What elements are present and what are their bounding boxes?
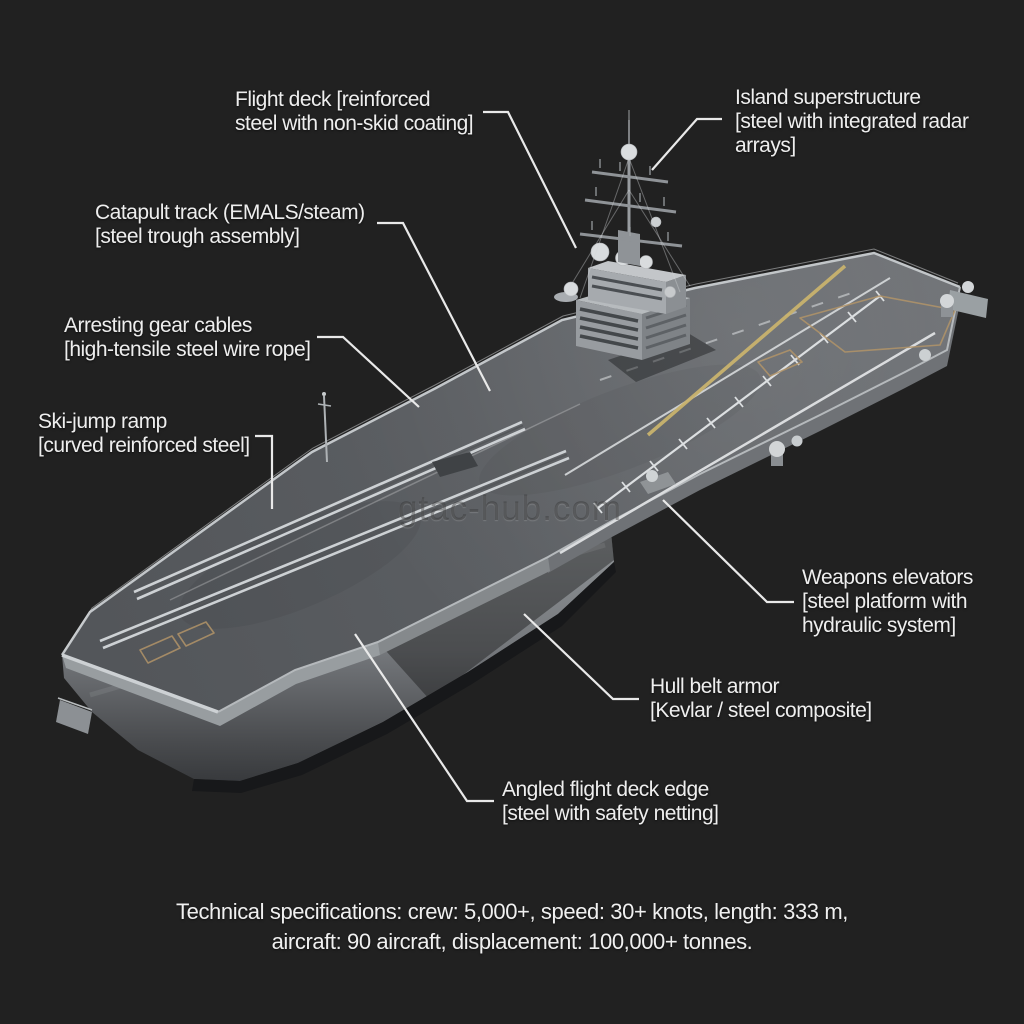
technical-specifications: Technical specifications: crew: 5,000+, … — [0, 897, 1024, 957]
callout-line: [steel with integrated radar — [735, 110, 969, 133]
callout-line: arrays] — [735, 134, 796, 157]
callout-ski-jump: Ski-jump ramp [curved reinforced steel] — [38, 410, 250, 458]
callout-line: steel with non-skid coating] — [235, 112, 474, 135]
callout-line: Island superstructure — [735, 86, 921, 109]
callout-line: hydraulic system] — [802, 614, 956, 637]
callout-catapult-track: Catapult track (EMALS/steam) [steel trou… — [95, 201, 365, 249]
island-window-bands — [579, 307, 639, 350]
callout-flight-deck: Flight deck [reinforced steel with non-s… — [235, 88, 474, 136]
callout-line: [steel with safety netting] — [502, 802, 719, 825]
bow-edge-fascia — [62, 642, 380, 726]
watermark: gtac-hub.com — [398, 489, 623, 528]
callout-line: Flight deck [reinforced — [235, 88, 431, 111]
callout-line: [high-tensile steel wire rope] — [64, 338, 311, 361]
callout-line: Arresting gear cables — [64, 314, 252, 337]
angled-deck-foul-line — [559, 331, 936, 555]
tan-taxi-outlines — [139, 295, 956, 664]
radar-mast — [567, 110, 691, 299]
callout-arresting-gear: Arresting gear cables [high-tensile stee… — [64, 314, 311, 362]
bow-front-edge — [61, 653, 219, 714]
deck-edge-galleries — [62, 287, 960, 726]
deck-recess — [432, 452, 478, 477]
callout-line: [curved reinforced steel] — [38, 434, 250, 457]
callout-line: Catapult track (EMALS/steam) — [95, 201, 365, 224]
callout-line: Ski-jump ramp — [38, 410, 167, 433]
callout-line: Weapons elevators — [802, 566, 973, 589]
deck-markings — [99, 264, 956, 664]
specs-line-2: aircraft: 90 aircraft, displacement: 100… — [271, 929, 753, 954]
island-cast-shadow — [608, 333, 716, 382]
callout-angled-deck-edge: Angled flight deck edge [steel with safe… — [502, 778, 719, 826]
callout-hull-belt-armor: Hull belt armor [Kevlar / steel composit… — [650, 675, 872, 723]
callout-weapons-elevators: Weapons elevators [steel platform with h… — [802, 566, 973, 638]
bow-sponson — [56, 700, 92, 734]
catapult-track-markings — [99, 420, 570, 650]
callout-island-superstructure: Island superstructure [steel with integr… — [735, 86, 969, 158]
stern-sponson — [948, 290, 988, 318]
island-funnel — [618, 230, 640, 266]
angled-deck-edge-fascia — [378, 557, 550, 655]
callout-line: [steel platform with — [802, 590, 968, 613]
callout-line: Angled flight deck edge — [502, 778, 709, 801]
specs-line-1: Technical specifications: crew: 5,000+, … — [176, 899, 848, 924]
callout-line: Hull belt armor — [650, 675, 780, 698]
callout-line: [steel trough assembly] — [95, 225, 300, 248]
yellow-deck-line — [646, 264, 847, 437]
axial-centerline — [169, 403, 581, 601]
callout-line: [Kevlar / steel composite] — [650, 699, 872, 722]
island-superstructure — [554, 110, 691, 360]
